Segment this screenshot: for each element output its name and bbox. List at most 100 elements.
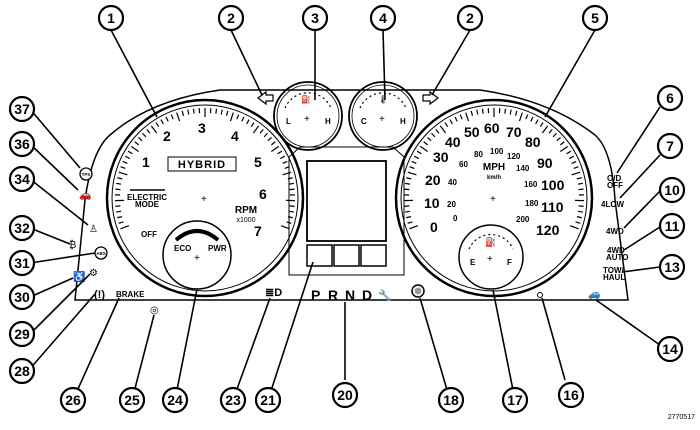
callout-18: 18 bbox=[439, 388, 463, 412]
dial-tick bbox=[560, 142, 564, 145]
dial-tick bbox=[405, 211, 410, 212]
dial-tick bbox=[408, 222, 413, 223]
dial-tick bbox=[147, 129, 150, 133]
mph-50: 50 bbox=[464, 124, 480, 140]
callout-13: 13 bbox=[660, 255, 684, 279]
check-engine-icon: ⚙ bbox=[89, 268, 98, 279]
brake-warning-icon: (!) bbox=[94, 289, 105, 301]
dial-tick bbox=[216, 109, 217, 114]
dial-tick bbox=[412, 161, 417, 163]
dial-tick bbox=[574, 167, 579, 169]
dial-tick bbox=[177, 113, 180, 122]
svg-text:+: + bbox=[379, 114, 385, 125]
callout-26: 26 bbox=[61, 388, 85, 412]
kmh-0: 0 bbox=[453, 214, 458, 223]
dial-tick bbox=[572, 172, 581, 175]
oil-pressure-gauge: ⛽ L H + bbox=[274, 82, 342, 150]
turn-signal-left-icon bbox=[258, 92, 273, 104]
temp-gauge-cold: C bbox=[361, 117, 367, 126]
callout-14-label: 14 bbox=[662, 341, 678, 357]
dial-tick bbox=[440, 126, 445, 133]
dial-tick bbox=[161, 120, 163, 124]
callout-34: 34 bbox=[10, 167, 34, 191]
callout-25: 25 bbox=[120, 388, 144, 412]
evic-segment-3 bbox=[361, 245, 386, 266]
rpm-label: RPM bbox=[235, 205, 257, 216]
dial-tick bbox=[247, 120, 249, 124]
dial-tick bbox=[142, 133, 145, 137]
dial-tick bbox=[408, 172, 417, 175]
fuel-pump-icon: ⛽ bbox=[485, 236, 496, 247]
callout-31: 31 bbox=[10, 251, 34, 275]
dial-tick bbox=[131, 146, 138, 151]
callout-4-label: 4 bbox=[379, 10, 387, 26]
mph-70: 70 bbox=[506, 124, 522, 140]
eco-label: ECO bbox=[174, 244, 191, 253]
tachometer: 1 2 3 4 5 6 7 HYBRID ELECTRIC MODE OFF R… bbox=[107, 100, 303, 296]
dial-tick bbox=[268, 137, 272, 140]
tach-num-7: 7 bbox=[254, 223, 262, 239]
dial-tick bbox=[567, 151, 571, 154]
mph-10: 10 bbox=[424, 195, 440, 211]
dial-tick bbox=[166, 117, 168, 122]
abs-label: ABS bbox=[96, 251, 106, 256]
dial-tick bbox=[549, 129, 552, 133]
callout-18-label: 18 bbox=[443, 392, 459, 408]
callout-7: 7 bbox=[658, 134, 682, 158]
dial-tick bbox=[230, 113, 233, 122]
dial-tick bbox=[135, 142, 139, 145]
dial-tick bbox=[460, 115, 462, 120]
kmh-140: 140 bbox=[516, 164, 530, 173]
dial-tick bbox=[221, 110, 222, 115]
svg-text:+: + bbox=[194, 253, 200, 264]
dial-tick bbox=[264, 133, 267, 137]
callout-28-label: 28 bbox=[14, 363, 30, 379]
callout-23-label: 23 bbox=[225, 392, 241, 408]
gear-d: D bbox=[362, 287, 372, 303]
callout-37-label: 37 bbox=[14, 101, 30, 117]
dial-tick bbox=[278, 151, 282, 154]
dial-tick bbox=[450, 120, 452, 124]
dial-tick bbox=[119, 172, 128, 175]
callout-2-right-label: 2 bbox=[466, 10, 474, 26]
callout-30-label: 30 bbox=[14, 289, 30, 305]
callout-21: 21 bbox=[256, 388, 280, 412]
callout-6-label: 6 bbox=[666, 90, 674, 106]
dial-tick bbox=[577, 217, 582, 218]
dial-tick bbox=[569, 156, 573, 158]
callout-2-left: 2 bbox=[219, 6, 243, 30]
tach-off-label: OFF bbox=[141, 230, 157, 239]
dial-tick bbox=[289, 211, 294, 212]
dial-tick bbox=[271, 142, 275, 145]
evic-segment-1 bbox=[307, 245, 332, 266]
dial-tick bbox=[117, 217, 122, 218]
kmh-40: 40 bbox=[448, 178, 457, 187]
traction-control-icon: 🚙 bbox=[588, 289, 600, 300]
high-beam-icon: ≣D bbox=[265, 287, 282, 299]
dial-tick bbox=[578, 211, 583, 212]
dial-tick bbox=[576, 222, 581, 223]
kmh-60: 60 bbox=[459, 160, 468, 169]
dial-tick bbox=[542, 126, 547, 133]
brake-label: BRAKE bbox=[116, 290, 145, 299]
mph-80: 80 bbox=[525, 134, 541, 150]
oil-can-icon: ⛽ bbox=[301, 94, 311, 104]
dial-tick bbox=[409, 226, 417, 229]
dial-tick bbox=[570, 226, 578, 229]
od-off-line2: OFF bbox=[607, 181, 623, 190]
dial-tick bbox=[128, 151, 132, 154]
dial-tick bbox=[281, 226, 289, 229]
dial-tick bbox=[572, 161, 577, 163]
callout-23: 23 bbox=[221, 388, 245, 412]
oil-gauge-high: H bbox=[325, 117, 331, 126]
callout-34-label: 34 bbox=[14, 171, 30, 187]
callout-16: 16 bbox=[559, 383, 583, 407]
kmh-160: 160 bbox=[524, 180, 538, 189]
dial-tick bbox=[405, 183, 410, 184]
tow-haul-line2: HAUL bbox=[603, 273, 625, 282]
tach-num-2: 2 bbox=[163, 128, 171, 144]
dial-tick bbox=[123, 161, 128, 163]
dial-tick bbox=[280, 156, 284, 158]
svg-text:+: + bbox=[304, 114, 310, 125]
